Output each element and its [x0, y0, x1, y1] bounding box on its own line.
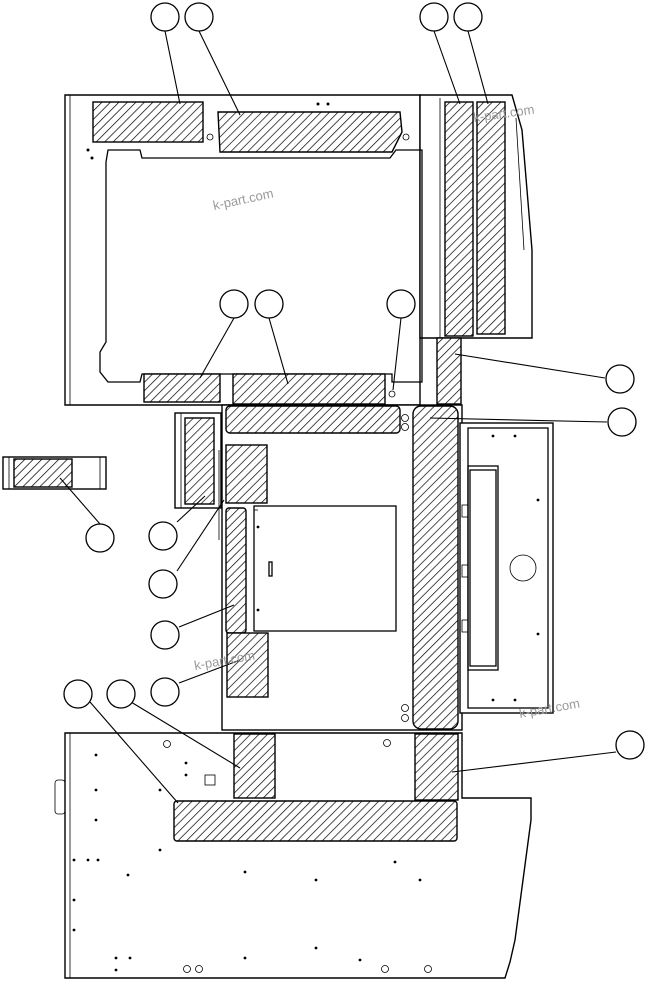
pad-side-inner [444, 101, 474, 337]
leader-lines [59, 30, 617, 804]
pad-bottom-right [414, 733, 459, 801]
pad-bottom-long [173, 800, 458, 842]
pad-bottom-small [233, 733, 276, 799]
callout-14 [150, 677, 180, 707]
pad-middle-right [412, 405, 459, 730]
pad-strip-loose [13, 458, 73, 488]
pad-bottom-center [232, 373, 386, 405]
callout-12 [148, 569, 178, 599]
callout-circles [63, 2, 645, 760]
callout-6 [254, 289, 284, 319]
pad-bottom-left [143, 373, 221, 403]
pad-side-outer [476, 101, 506, 335]
callout-1 [150, 2, 180, 32]
callout-15 [63, 679, 93, 709]
callout-3 [419, 2, 449, 32]
callout-13 [150, 620, 180, 650]
callout-11 [148, 521, 178, 551]
callout-8 [605, 364, 635, 394]
pad-middle-left [225, 507, 247, 634]
pad-top-center [217, 111, 403, 153]
pad-right-connector [436, 337, 462, 405]
pad-middle-top [225, 405, 401, 434]
pad-middle-lower-left [226, 632, 269, 698]
pad-middle-upper-left [225, 444, 268, 504]
bottom-panel [54, 732, 532, 979]
callout-9 [607, 407, 637, 437]
callout-16 [106, 679, 136, 709]
pad-small-part [184, 417, 215, 505]
callout-10 [85, 523, 115, 553]
callout-7 [386, 289, 416, 319]
callout-5 [219, 289, 249, 319]
callout-4 [453, 2, 483, 32]
callout-2 [184, 2, 214, 32]
callout-17 [615, 730, 645, 760]
pad-top-left [92, 101, 204, 143]
right-frame [459, 422, 554, 714]
